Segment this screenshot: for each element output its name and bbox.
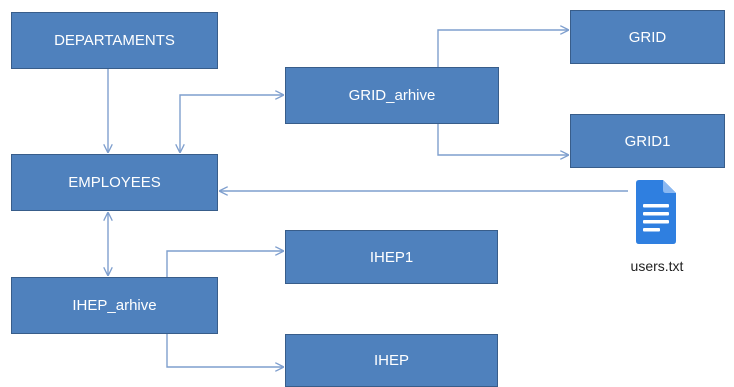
- node-grid-label: GRID: [628, 28, 667, 46]
- node-employees-label: EMPLOYEES: [68, 174, 161, 191]
- node-ihep-arhive-label: IHEP_arhive: [72, 297, 157, 314]
- users-file-label: users.txt: [630, 258, 684, 274]
- connector-ihep-arhive-ihep: [166, 334, 283, 367]
- node-employees: EMPLOYEES: [11, 154, 218, 211]
- node-grid1: GRID1: [570, 114, 725, 168]
- node-grid-arhive: GRID_arhive: [285, 67, 499, 124]
- node-grid-arhive-label: GRID_arhive: [348, 87, 436, 104]
- connector-ihep-arhive-ihep1: [166, 251, 283, 277]
- node-departaments: DEPARTAMENTS: [11, 12, 218, 69]
- document-file-icon: [636, 180, 676, 244]
- connector-grid-arhive-grid1: [437, 124, 568, 155]
- node-ihep: IHEP: [285, 334, 498, 387]
- connector-employees-grid-arhive: [180, 95, 283, 152]
- node-departaments-label: DEPARTAMENTS: [54, 32, 175, 49]
- node-grid: GRID: [570, 10, 725, 64]
- node-ihep-label: IHEP: [373, 352, 409, 369]
- node-ihep1-label: IHEP1: [369, 248, 414, 266]
- node-ihep-arhive: IHEP_arhive: [11, 277, 218, 334]
- node-ihep1: IHEP1: [285, 230, 498, 284]
- connector-grid-arhive-grid: [437, 30, 568, 67]
- users-file: users.txt: [612, 180, 702, 280]
- node-grid1-label: GRID1: [624, 132, 671, 150]
